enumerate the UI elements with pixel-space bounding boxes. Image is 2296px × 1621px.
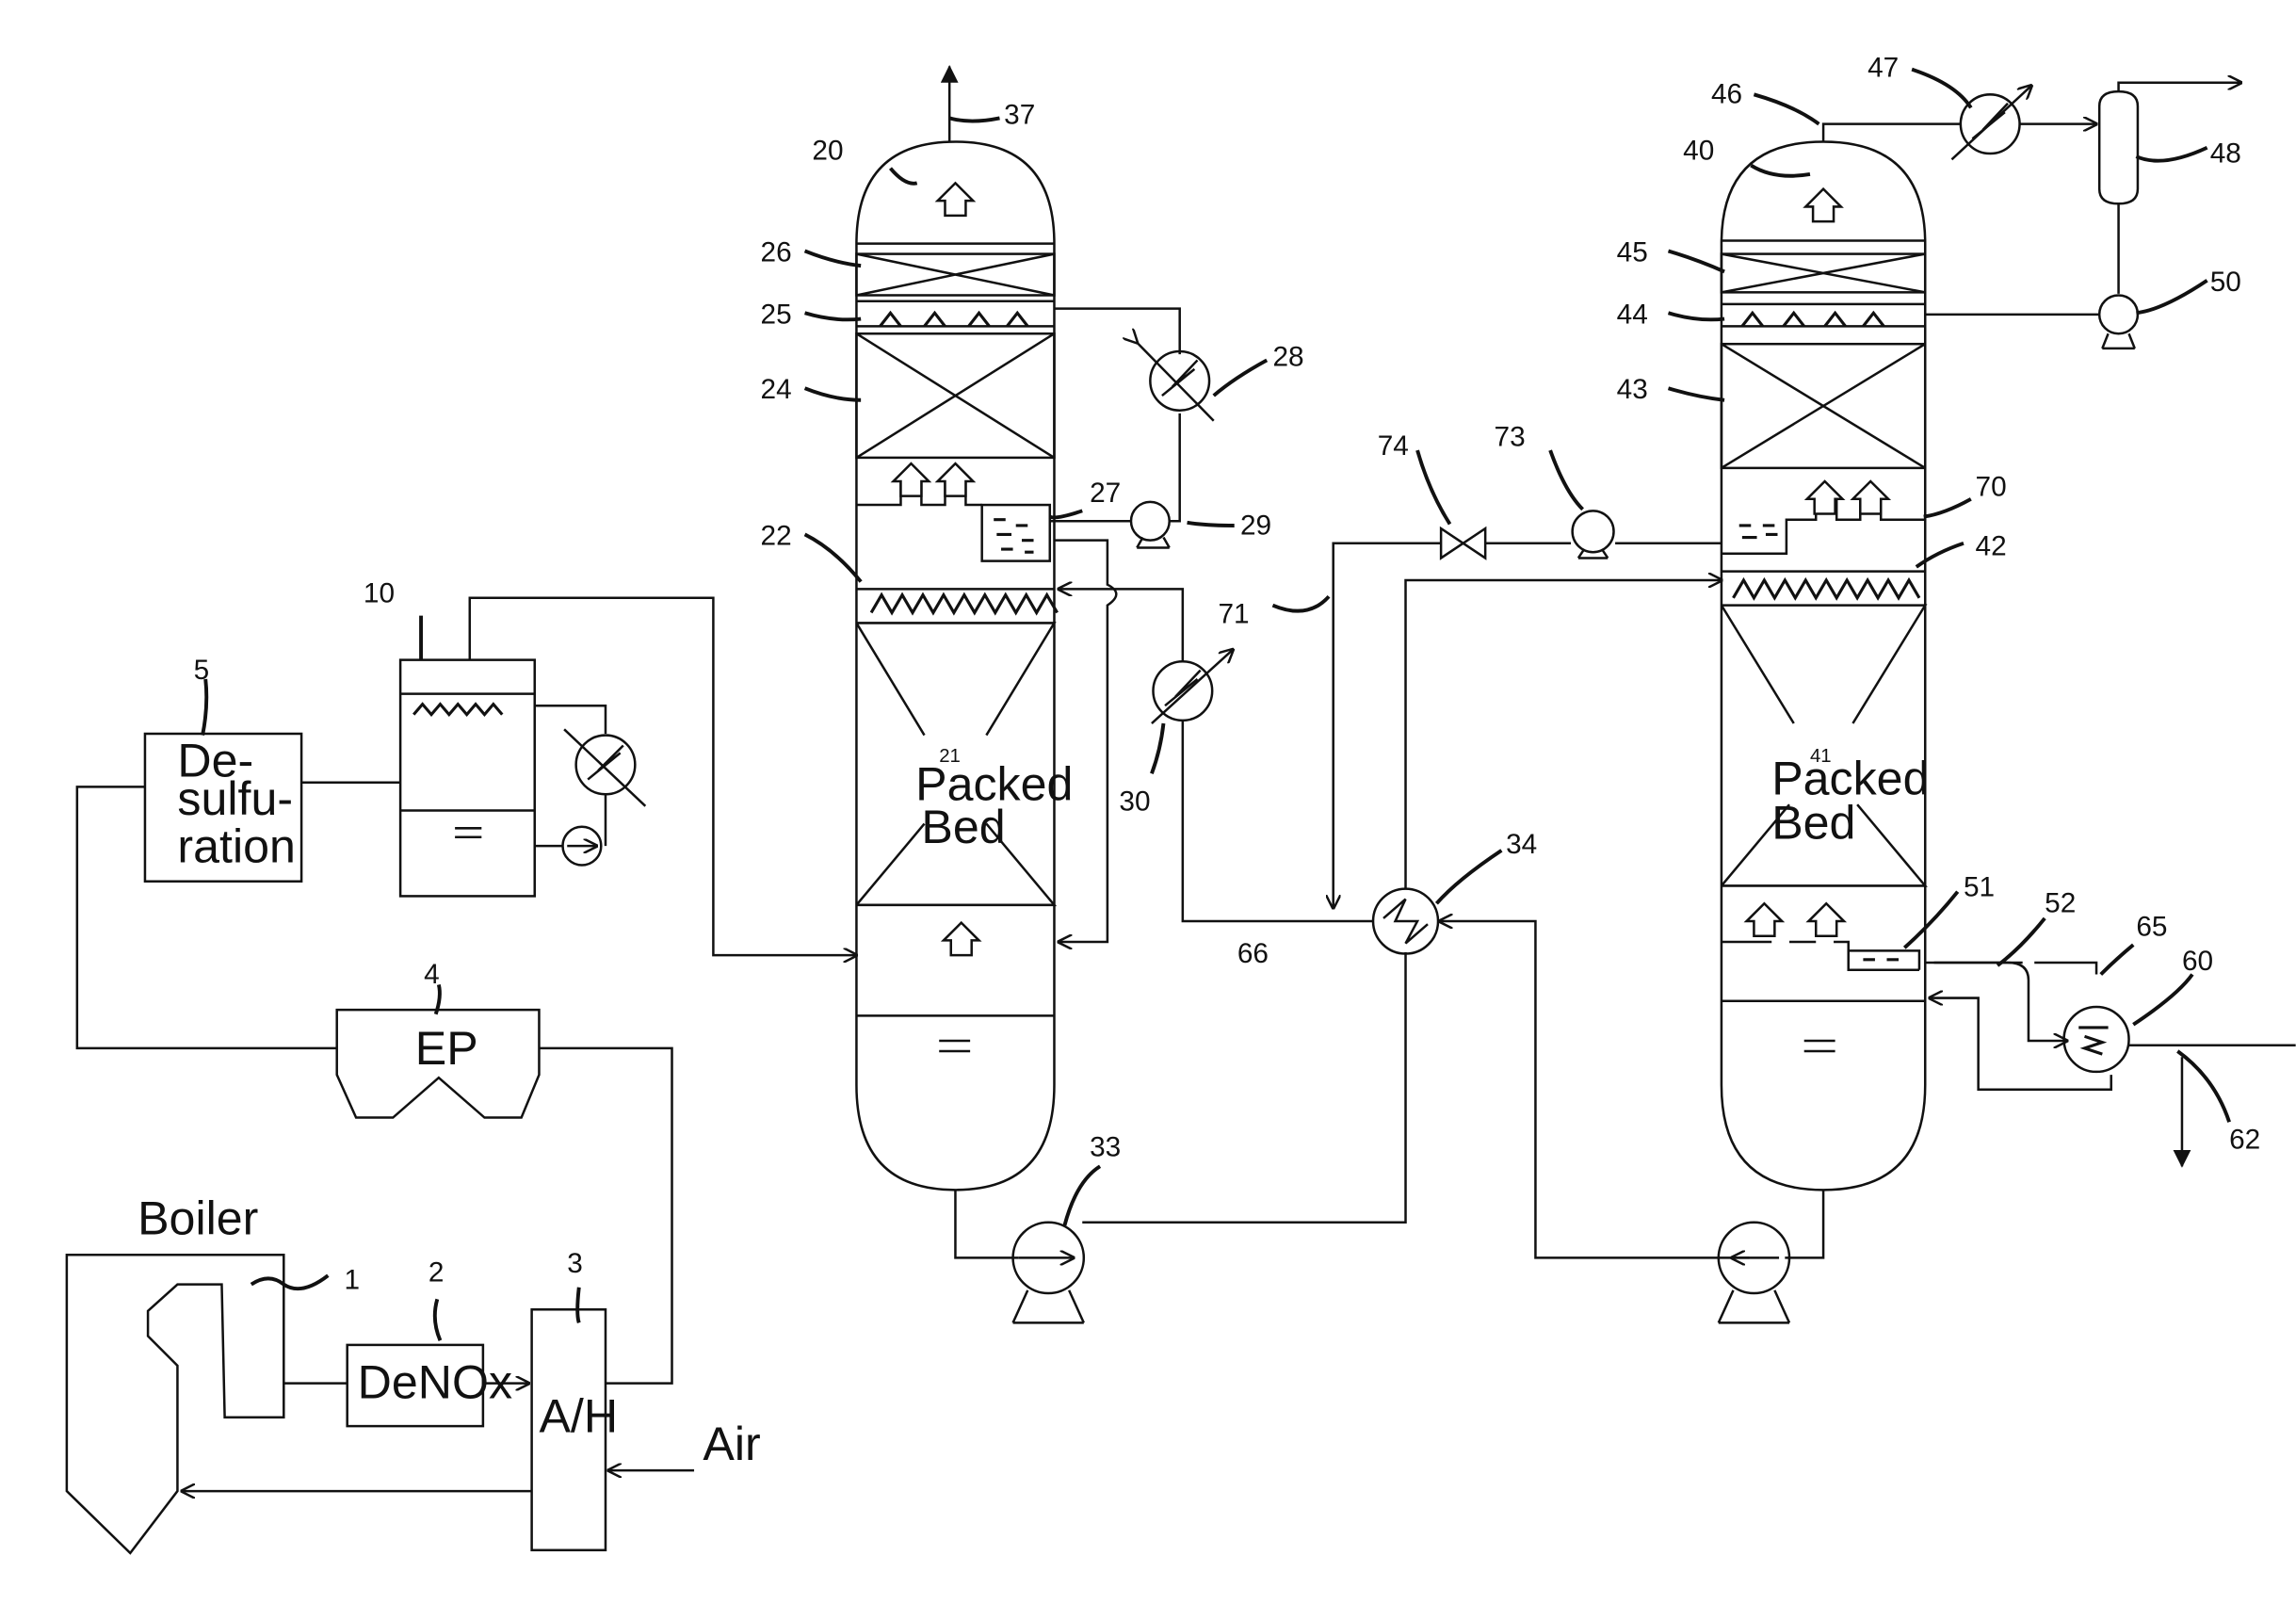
packed-bed-label-21-b: Bed [921,801,1005,853]
rich-lean-heat-exchanger-34 [1373,889,1438,954]
regen-bottom-flow-arrow-2 [1808,903,1844,935]
ref-24: 24 [761,374,792,405]
ref-3: 3 [567,1248,583,1279]
ref-42: 42 [1976,530,2007,561]
ref-22: 22 [761,520,792,551]
ref-21: 21 [939,746,961,767]
lean-return-line [1440,921,1750,1257]
ref-4: 4 [424,959,440,990]
reboiler-vapor-line [1930,998,2111,1090]
wash-water-tank [982,505,1050,561]
ref-46: 46 [1711,79,1742,110]
absorber-top-flow-arrow [938,183,974,215]
ep-label: EP [415,1022,478,1075]
reflux-line-71 [1334,543,1441,908]
absorber-tray-flow-arrow-2 [938,463,974,495]
lean-cooler-30 [1152,650,1233,723]
ref-33: 33 [1090,1131,1121,1162]
ref-52: 52 [2045,888,2076,919]
ref-25: 25 [761,299,792,330]
boiler [67,1255,283,1553]
cooler-to-absorber-line [470,598,857,955]
reboiler-60 [2064,1007,2129,1072]
lean-pump [1719,1223,1789,1323]
ref-20: 20 [812,135,843,166]
ref-40: 40 [1683,135,1714,166]
cooler-pump [563,827,602,866]
ref-74: 74 [1378,430,1409,462]
text-labels: Boiler DeNOx A/H Air EP De- sulfu- ratio… [137,53,2260,1471]
ref-50: 50 [2210,267,2241,298]
ref-41: 41 [1810,746,1832,767]
wash-pump-29 [1131,502,1170,548]
rich-to-regenerator-line [1406,580,1722,889]
ref-47: 47 [1868,53,1899,84]
valve-74 [1441,528,1485,558]
ref-43: 43 [1617,374,1648,405]
precooler-tower [400,660,535,897]
regen-bottom-flow-arrow-1 [1747,903,1783,935]
ref-37: 37 [1004,100,1035,131]
absorber-column [856,141,1057,1190]
regenerator-column [1722,141,1925,1190]
denox-label: DeNOx [358,1355,512,1408]
absorber-tray-flow-arrow-1 [894,463,930,495]
desulf-label-3: ration [177,819,295,872]
ref-60: 60 [2182,946,2213,977]
regen-tray-flow-arrow-2 [1852,481,1888,513]
ref-27: 27 [1090,478,1121,509]
wash-cooler-28 [1137,343,1214,421]
ref-10: 10 [364,577,395,608]
ref-28: 28 [1272,342,1303,373]
ref-34: 34 [1506,829,1537,860]
cooler-heat-exchanger [564,729,645,806]
ref-71: 71 [1218,598,1249,629]
ref-48: 48 [2210,138,2241,169]
pump-73 [1573,511,1614,558]
regen-top-flow-arrow [1805,189,1841,221]
reflux-drum-48 [2099,91,2138,203]
ref-30: 30 [1119,786,1150,818]
ref-5: 5 [194,655,210,686]
ref-1: 1 [345,1264,361,1295]
cooler-loop-line [535,705,606,846]
ref-29: 29 [1240,510,1271,541]
ref-70: 70 [1976,472,2007,503]
reflux-return-line [1925,203,2118,315]
ref-73: 73 [1495,421,1526,452]
packed-bed-label-41-b: Bed [1771,796,1855,849]
co2-outlet-line [2119,83,2241,91]
reflux-pump-50 [2099,295,2138,348]
ref-2: 2 [428,1256,445,1288]
desulf-label-2: sulfu- [177,772,293,825]
regen-bottom-line [1785,1190,1823,1257]
rich-pump-33 [1013,1223,1084,1323]
ref-26: 26 [761,236,792,267]
rich-solution-line [955,952,1405,1257]
ref-51: 51 [1964,871,1995,902]
ref-62: 62 [2229,1124,2260,1155]
ref-44: 44 [1617,299,1648,330]
ref-66: 66 [1237,938,1269,969]
wash-bypass-line [1054,541,1116,942]
absorber-bottom-flow-arrow [944,923,979,955]
boiler-label: Boiler [137,1191,258,1244]
ah-label: A/H [539,1389,618,1442]
lean-solution-line [1059,589,1373,921]
air-label: Air [703,1418,760,1470]
reboiler-feed-line-52 [1925,963,2066,1041]
ref-45: 45 [1617,236,1648,267]
ref-65: 65 [2136,912,2167,943]
